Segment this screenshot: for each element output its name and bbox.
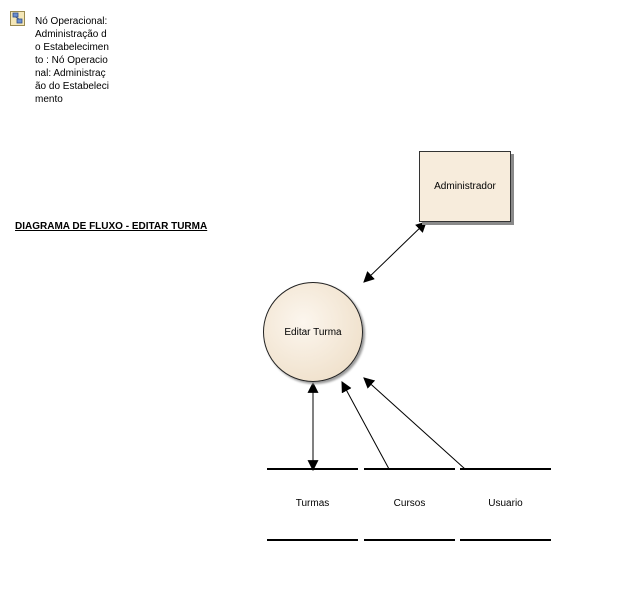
store-cursos-label[interactable]: Cursos	[393, 498, 426, 509]
diagram-node-icon	[10, 11, 25, 26]
store-usuario-lines	[460, 468, 551, 541]
process-editar-turma[interactable]: Editar Turma	[263, 282, 363, 382]
actor-administrador[interactable]: Administrador	[419, 151, 511, 222]
process-label: Editar Turma	[284, 326, 342, 338]
flow-cursos-process	[341, 381, 390, 470]
actor-label: Administrador	[434, 181, 496, 192]
store-turmas-label[interactable]: Turmas	[295, 498, 330, 509]
node-caption: Nó Operacional: Administração do Estabel…	[35, 16, 109, 105]
store-turmas-lines	[267, 468, 358, 541]
store-cursos-lines	[364, 468, 455, 541]
diagram-title: DIAGRAMA DE FLUXO - EDITAR TURMA	[15, 221, 208, 232]
store-usuario-label[interactable]: Usuario	[488, 498, 523, 509]
flow-admin-process	[363, 221, 427, 283]
flow-usuario-process	[363, 377, 466, 470]
